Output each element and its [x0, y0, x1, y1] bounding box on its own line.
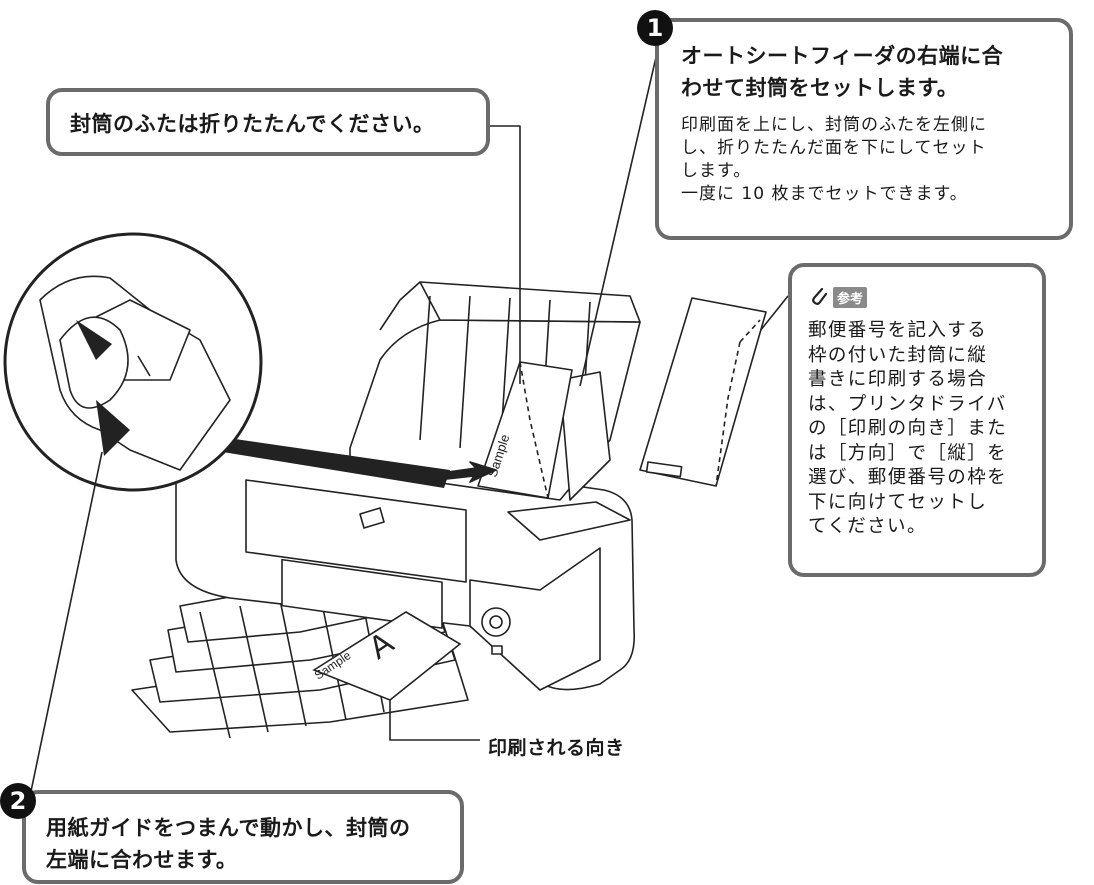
magnifier-detail	[3, 232, 263, 492]
print-direction-label: 印刷される向き	[488, 737, 625, 759]
step1-body-line1: 印刷面を上にし、封筒のふたを左側に	[681, 115, 987, 135]
step1-heading-line1: オートシートフィーダの右端に合	[681, 44, 1004, 68]
note-line: 枠の付いた封筒に縦	[808, 344, 988, 366]
note-line: 郵便番号を記入する	[808, 320, 988, 341]
note-line: 書きに印刷する場合	[808, 369, 988, 390]
note-line: の［印刷の向き］また	[808, 418, 1008, 439]
callout-envelope-flap: 封筒のふたは折りたたんでください。	[46, 88, 490, 156]
callout-reference-note: 参考 郵便番号を記入する 枠の付いた封筒に縦 書きに印刷する場合 は、プリンタド…	[788, 263, 1046, 577]
step-1-badge: 1	[637, 10, 673, 46]
note-line: 選び、郵便番号の枠を	[808, 467, 1008, 488]
leader-lines	[29, 39, 789, 797]
callout-step-1: オートシートフィーダの右端に合 わせて封筒をセットします。 印刷面を上にし、封筒…	[655, 18, 1073, 240]
note-line: は、プリンタドライバ	[808, 393, 1007, 415]
pointer-arrow	[198, 434, 450, 488]
step1-body-line4: 一度に 10 枚までセットできます。	[681, 184, 968, 204]
step1-heading-line2: わせて封筒をセットします。	[681, 76, 959, 100]
note-line: は［方向］で［縦］を	[808, 442, 1008, 464]
step1-body-line2: し、折りたたんだ面を下にしてセット	[681, 138, 987, 158]
note-line: 下に向けてセットし	[808, 491, 988, 513]
envelope-side	[639, 297, 767, 487]
step2-line1: 用紙ガイドをつまんで動かし、封筒の	[46, 816, 411, 840]
flap-instruction: 封筒のふたは折りたたんでください。	[70, 112, 435, 136]
callout-step-2: 用紙ガイドをつまんで動かし、封筒の 左端に合わせます。	[22, 790, 464, 884]
note-tag-label: 参考	[833, 286, 868, 308]
note-line: てください。	[808, 516, 927, 537]
step-2-badge: 2	[0, 783, 36, 819]
step2-line2: 左端に合わせます。	[46, 848, 238, 872]
step1-body-line3: します。	[681, 161, 752, 181]
paperclip-icon	[812, 287, 828, 305]
sheet-feeder	[349, 281, 641, 501]
printer-body	[175, 446, 636, 691]
note-tag: 参考	[808, 285, 1028, 309]
